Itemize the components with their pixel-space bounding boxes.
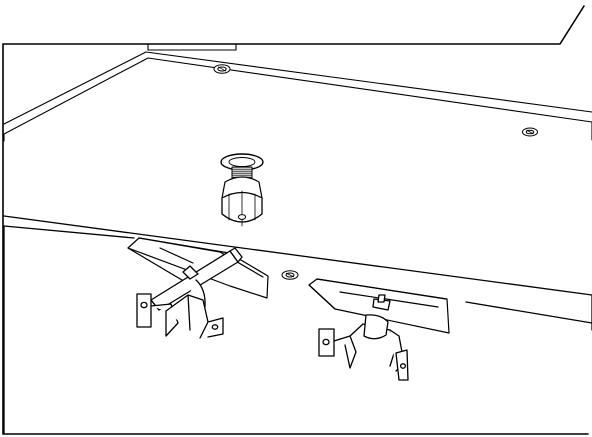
main-plate	[4, 216, 592, 434]
cable-gland	[221, 154, 263, 226]
top-flange	[4, 44, 592, 141]
spring-clip-left	[137, 294, 223, 338]
spring-clip-right	[319, 295, 408, 380]
bracket-left	[128, 238, 268, 298]
mounting-screw	[214, 65, 538, 136]
edge-screw	[282, 271, 298, 280]
frame-border	[3, 6, 588, 434]
